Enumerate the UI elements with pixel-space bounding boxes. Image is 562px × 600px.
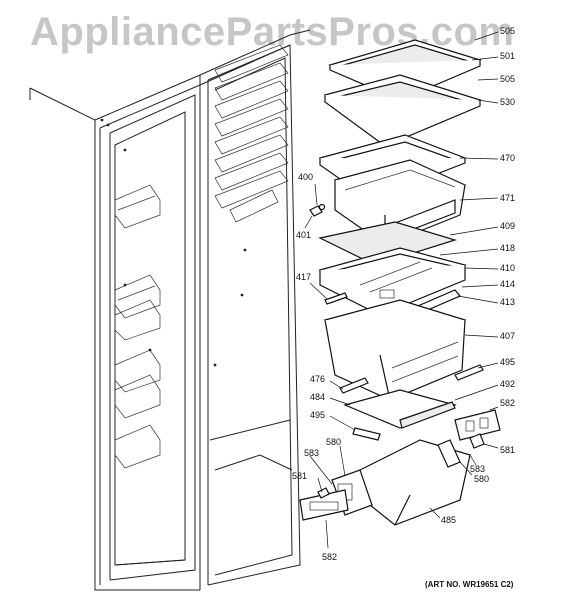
callout-505-top: 505 (500, 26, 516, 36)
callout-582-right: 582 (500, 398, 516, 408)
callout-581-right: 581 (500, 445, 516, 455)
leader-lines (304, 31, 499, 549)
part-530-shelf (323, 74, 482, 147)
callout-492: 492 (500, 379, 516, 389)
part-407-drawer (323, 299, 467, 401)
callout-530: 530 (500, 97, 516, 107)
callout-476: 476 (310, 374, 326, 384)
callout-582-left: 582 (322, 552, 338, 562)
callout-407: 407 (500, 331, 516, 341)
callout-501: 501 (500, 51, 516, 61)
callout-495-left: 495 (310, 410, 326, 420)
callout-580-right: 580 (474, 474, 490, 484)
callout-417: 417 (296, 272, 312, 282)
art-number: (ART NO. WR19651 C2) (425, 580, 514, 589)
part-582-bracket-left (299, 489, 349, 521)
callout-409: 409 (500, 221, 516, 231)
part-495-rail-left (352, 427, 381, 441)
part-485-bin (331, 439, 472, 526)
refrigerator-cabinet (29, 29, 311, 591)
callout-471: 471 (500, 193, 516, 203)
callout-413: 413 (500, 297, 516, 307)
part-581-clip-left (317, 487, 330, 499)
callout-505: 505 (500, 74, 516, 84)
callout-418: 418 (500, 243, 516, 253)
part-417-rod (324, 292, 348, 305)
part-409-glass (318, 221, 458, 266)
callout-485: 485 (441, 515, 457, 525)
callout-410: 410 (500, 263, 516, 273)
callout-484: 484 (310, 392, 326, 402)
callout-583-left: 583 (304, 448, 320, 458)
part-410-frame-assembly (318, 247, 467, 316)
part-400-401-clip (309, 203, 326, 217)
callout-583-right: 583 (470, 464, 486, 474)
part-484-cover (343, 389, 457, 429)
callout-581-left: 581 (292, 471, 308, 481)
part-476-rail (339, 377, 369, 394)
callout-400: 400 (298, 172, 314, 182)
callout-401: 401 (296, 230, 312, 240)
callout-414: 414 (500, 279, 516, 289)
part-582-bracket-right (454, 409, 501, 441)
callout-580-left: 580 (326, 437, 342, 447)
part-495-rail-right (454, 364, 484, 381)
callout-470: 470 (500, 153, 516, 163)
callout-495-right: 495 (500, 357, 516, 367)
